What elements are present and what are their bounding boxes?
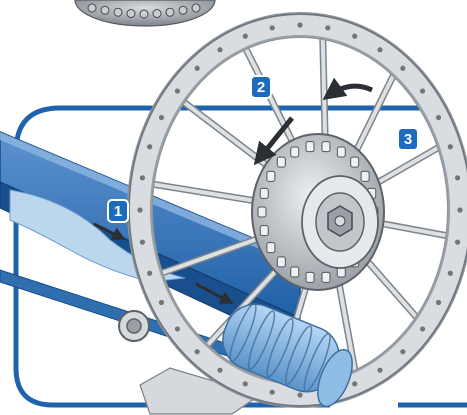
rim-hole: [139, 239, 146, 245]
rim-hole: [454, 239, 461, 245]
inset-bolt: [100, 5, 110, 15]
wheel-spoke-highlight: [203, 256, 289, 350]
rim-hole: [194, 65, 200, 71]
rim-hole: [447, 144, 453, 150]
rim-hole: [352, 381, 358, 387]
rim-hole: [435, 299, 442, 306]
roller-rib: [266, 318, 294, 378]
rim-hole: [147, 144, 153, 150]
wheel-spoke-highlight: [179, 98, 281, 177]
hub-bolt: [276, 256, 286, 268]
hub-bolt: [276, 156, 286, 168]
hub-bolt: [290, 266, 300, 278]
motion-arrows: [93, 77, 374, 304]
inset-bolt: [165, 7, 175, 17]
roller-rib: [284, 325, 313, 385]
hub-bolt: [360, 170, 370, 182]
roller-rib: [247, 310, 276, 370]
hub-bolt: [336, 146, 346, 158]
inset-bolt: [126, 9, 136, 19]
inset-bolt: [87, 3, 97, 13]
hub-bolt: [350, 156, 360, 168]
rim-hole: [400, 65, 406, 71]
hub-bolt: [321, 271, 331, 283]
hub-bolt: [321, 141, 331, 153]
direction-arrow-icon: [195, 282, 234, 304]
roller-rib: [229, 303, 257, 363]
numbered-badge-icon: [397, 127, 419, 151]
rim-hole: [217, 47, 223, 53]
callout-1: 1: [107, 199, 129, 223]
rim-hole: [174, 88, 181, 94]
direction-arrow-icon: [93, 222, 126, 240]
rim-hole: [217, 367, 223, 373]
rotation-arrow-icon: [322, 77, 374, 100]
rim-hole: [447, 270, 453, 276]
rim-hole: [435, 114, 442, 121]
rim-hole: [194, 349, 200, 355]
rim-hole: [419, 88, 426, 94]
detail-inset: [74, 0, 216, 27]
numbered-badge-icon: [250, 75, 272, 99]
callout-3-label: 3: [404, 131, 412, 148]
direction-arrow-icon: [253, 116, 294, 166]
numbered-badge-icon: [107, 199, 129, 223]
rim-hole: [137, 207, 143, 213]
inset-bolt: [139, 9, 149, 19]
rim-hole: [325, 25, 331, 31]
callout-1-label: 1: [114, 203, 122, 220]
rim-hole: [377, 367, 383, 373]
rim-hole: [158, 114, 165, 121]
inset-bolt: [191, 3, 201, 13]
callout-2-label: 2: [257, 79, 265, 96]
rim-hole: [457, 207, 463, 213]
callout-2: 2: [250, 75, 272, 99]
rim-hole: [269, 25, 275, 31]
rim-hole: [454, 175, 461, 181]
rim-hole: [419, 326, 426, 332]
hub-bolt: [257, 206, 267, 218]
rim-hole: [242, 33, 248, 39]
rim-hole: [377, 47, 383, 53]
inset-bolt: [152, 9, 162, 19]
hub-bolt: [305, 141, 315, 153]
roller-rib: [303, 333, 331, 393]
inset-bolt: [113, 7, 123, 17]
rim-hole: [297, 22, 303, 28]
rim-hole: [158, 299, 165, 306]
hub-bolt: [305, 271, 315, 283]
inset-bolt: [178, 5, 188, 15]
hub-bolt: [259, 225, 269, 237]
hub-bolt: [290, 146, 300, 158]
drive-roller: [222, 303, 353, 408]
rim-hole: [400, 349, 406, 355]
callout-3: 3: [397, 127, 419, 151]
wheel-spoke-highlight: [156, 231, 274, 277]
hub-bolt: [266, 242, 276, 254]
rim-hole: [352, 33, 358, 39]
rim-hole: [242, 381, 248, 387]
wheel-hub: [251, 133, 385, 291]
wheel-spoke-highlight: [147, 181, 271, 206]
hub-bolt: [259, 187, 269, 199]
wheel-spoke-highlight: [242, 44, 302, 159]
rim-hole: [174, 326, 181, 332]
rim-hole: [139, 175, 146, 181]
hub-bolt: [266, 170, 276, 182]
rim-hole: [297, 392, 303, 398]
frame-outline: [13, 105, 440, 408]
rim-hole: [147, 270, 153, 276]
mount-bracket: [139, 367, 262, 415]
rim-hole: [269, 389, 275, 395]
